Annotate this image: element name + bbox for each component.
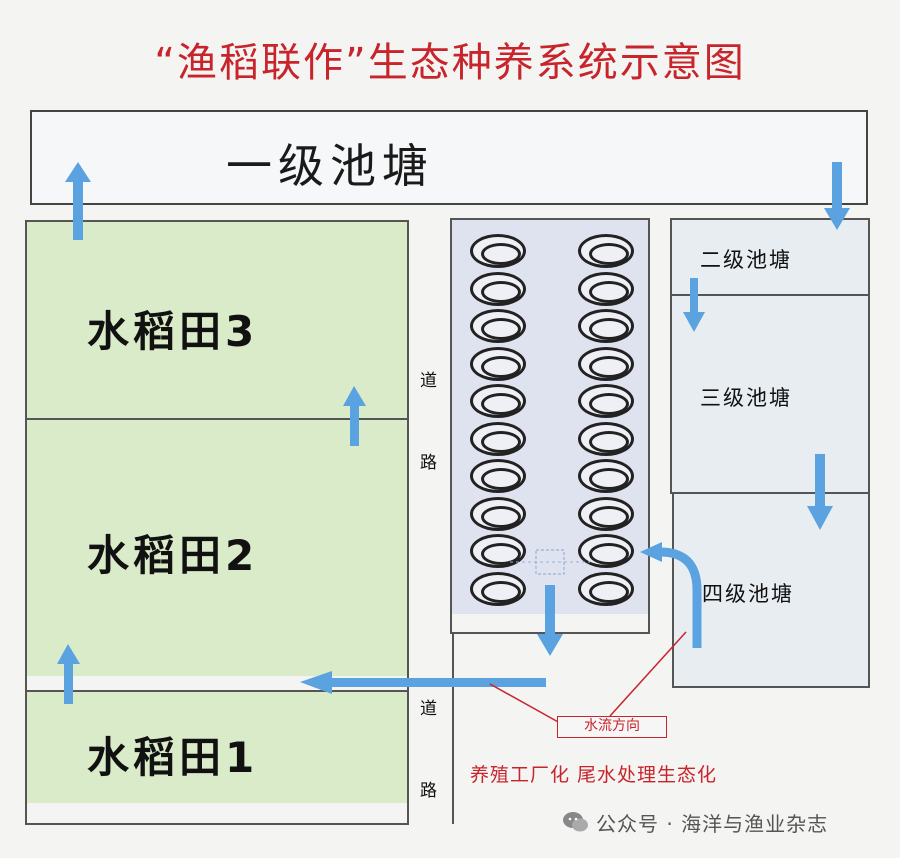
fish-tank — [470, 496, 526, 531]
fish-tank — [578, 309, 634, 343]
water-flow-annotation: 水流方向 — [557, 716, 667, 738]
pond-level-2-label: 二级池塘 — [700, 248, 792, 272]
watermark-text: 公众号 · 海洋与渔业杂志 — [596, 812, 829, 836]
system-caption: 养殖工厂化 尾水处理生态化 — [470, 764, 718, 786]
rice-field-1-label: 水稻田1 — [87, 733, 259, 782]
fish-tank — [470, 459, 526, 493]
fish-tank — [578, 459, 634, 493]
rice-field-2-label: 水稻田2 — [87, 531, 259, 580]
pond-level-4: 四级池塘 — [672, 492, 870, 688]
pond-level-1 — [30, 110, 868, 205]
flow-arrow-down-pond1-to-pond2 — [824, 162, 850, 230]
fish-tank — [578, 421, 634, 456]
flow-arrow-down-pond2-to-pond3 — [683, 278, 705, 332]
diagram-title: “渔稻联作”生态种养系统示意图 — [154, 40, 746, 86]
fish-tank — [470, 384, 526, 418]
rice-field-3: 水稻田3 — [25, 220, 409, 420]
annotation-pointer-right — [609, 631, 687, 717]
road-label-upper-1: 道 — [420, 371, 437, 391]
rice-field-1: 水稻田1 — [25, 690, 409, 805]
road-label-upper-2: 路 — [420, 453, 437, 473]
flow-arrow-up-field2-to-field3 — [343, 386, 366, 446]
fish-tank — [578, 496, 634, 531]
annotation-pointer-left — [489, 683, 561, 724]
fish-tank — [578, 346, 634, 381]
fish-tank — [470, 421, 526, 456]
fish-tank — [578, 271, 634, 306]
pond-level-4-label: 四级池塘 — [702, 582, 794, 606]
flow-arrow-down-factory-outlet — [537, 585, 563, 656]
flow-arrow-curve-pond4-to-factory — [640, 542, 702, 648]
road-channel-line — [452, 634, 454, 824]
fish-tank — [578, 384, 634, 418]
road-label-lower-1: 道 — [420, 699, 437, 719]
fish-tank — [470, 346, 526, 381]
fish-tank — [470, 309, 526, 343]
aquaculture-factory — [450, 218, 650, 616]
fish-tank — [578, 534, 634, 568]
pond-level-1-label: 一级池塘 — [226, 139, 434, 193]
fish-tank — [578, 571, 634, 606]
pond-level-3-label: 三级池塘 — [700, 386, 792, 410]
fish-tank — [470, 271, 526, 306]
flow-arrow-up-field1-to-field2 — [57, 644, 80, 704]
flow-arrow-down-pond3-to-pond4 — [807, 454, 833, 530]
flow-arrow-left-to-fields — [300, 671, 546, 694]
pond-level-3: 三级池塘 — [670, 294, 870, 494]
fish-tank — [470, 234, 526, 268]
field-bottom-channel — [25, 803, 409, 825]
rice-field-2: 水稻田2 — [25, 418, 409, 678]
rice-field-3-label: 水稻田3 — [87, 307, 259, 356]
road-label-lower-2: 路 — [420, 781, 437, 801]
fish-tank — [578, 234, 634, 268]
flow-arrow-up-field3-to-pond1 — [65, 162, 91, 240]
fish-tank — [470, 571, 526, 606]
wechat-icon — [563, 812, 588, 832]
